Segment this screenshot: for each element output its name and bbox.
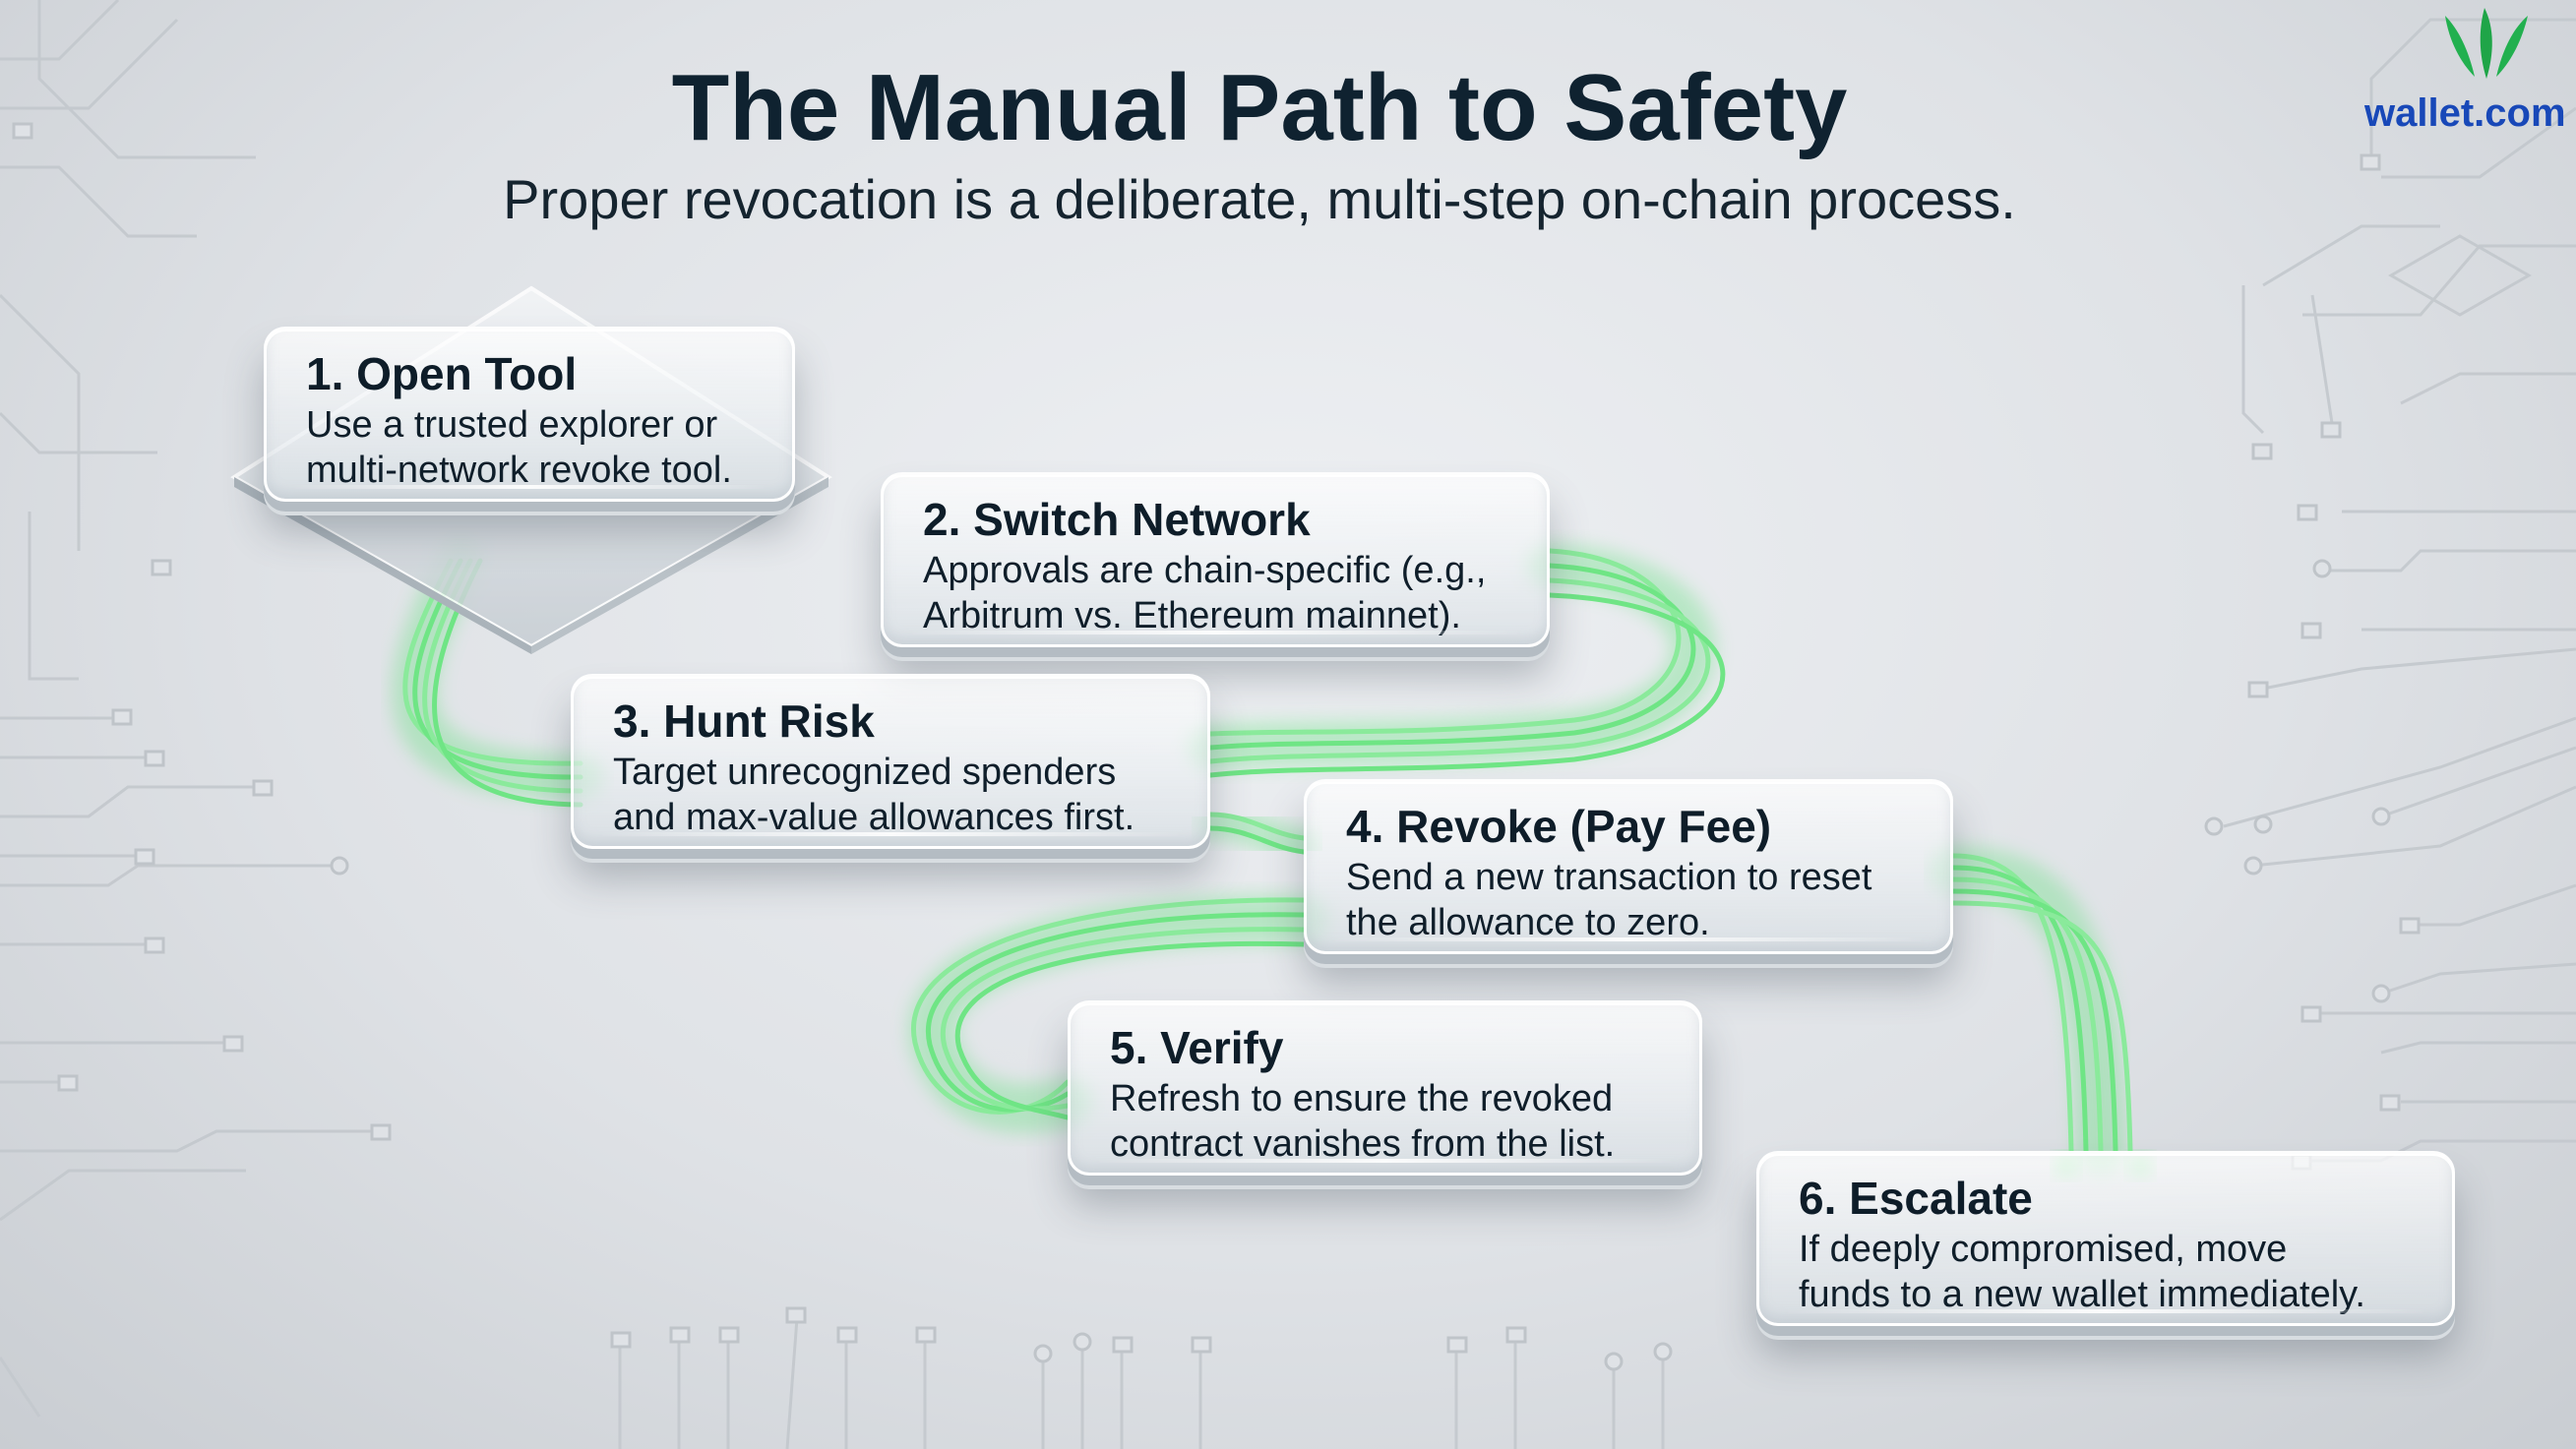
connector-2-3 bbox=[1188, 543, 1726, 778]
leaf-sprout-icon bbox=[2445, 8, 2528, 79]
step-card-revoke: 4. Revoke (Pay Fee) Send a new transacti… bbox=[1304, 779, 1953, 954]
step-title: 5. Verify bbox=[1110, 1022, 1284, 1073]
step-title: 1. Open Tool bbox=[306, 348, 578, 399]
step-title: 2. Switch Network bbox=[923, 494, 1311, 545]
connector-3-4 bbox=[1194, 805, 1320, 863]
step-title: 6. Escalate bbox=[1799, 1173, 2033, 1224]
step-description: Target unrecognized spenders and max-val… bbox=[613, 752, 1135, 838]
step-card-hunt-risk: 3. Hunt Risk Target unrecognized spender… bbox=[571, 674, 1210, 849]
connector-4-5 bbox=[908, 894, 1328, 1133]
step-title: 3. Hunt Risk bbox=[613, 695, 875, 747]
step-description: Send a new transaction to reset the allo… bbox=[1346, 857, 1872, 943]
page-title: The Manual Path to Safety bbox=[671, 55, 1848, 160]
page-subtitle: Proper revocation is a deliberate, multi… bbox=[503, 168, 2016, 230]
step-card-open-tool: 1. Open Tool Use a trusted explorer or m… bbox=[264, 327, 795, 502]
step-description: Refresh to ensure the revoked contract v… bbox=[1110, 1078, 1616, 1165]
connector-4-6 bbox=[1929, 846, 2152, 1177]
step-card-escalate: 6. Escalate If deeply compromised, move … bbox=[1756, 1151, 2455, 1326]
step-description: If deeply compromised, move funds to a n… bbox=[1799, 1229, 2365, 1315]
step-card-verify: 5. Verify Refresh to ensure the revoked … bbox=[1068, 1000, 1702, 1176]
brand-logo[interactable]: wallet.com bbox=[2357, 8, 2576, 136]
brand-logo-text: wallet.com bbox=[2364, 91, 2566, 135]
step-description: Use a trusted explorer or multi-network … bbox=[306, 404, 732, 491]
step-card-switch-network: 2. Switch Network Approvals are chain-sp… bbox=[881, 472, 1550, 647]
step-description: Approvals are chain-specific (e.g., Arbi… bbox=[923, 550, 1487, 636]
connector-1-3 bbox=[392, 538, 603, 808]
step-title: 4. Revoke (Pay Fee) bbox=[1346, 801, 1772, 852]
